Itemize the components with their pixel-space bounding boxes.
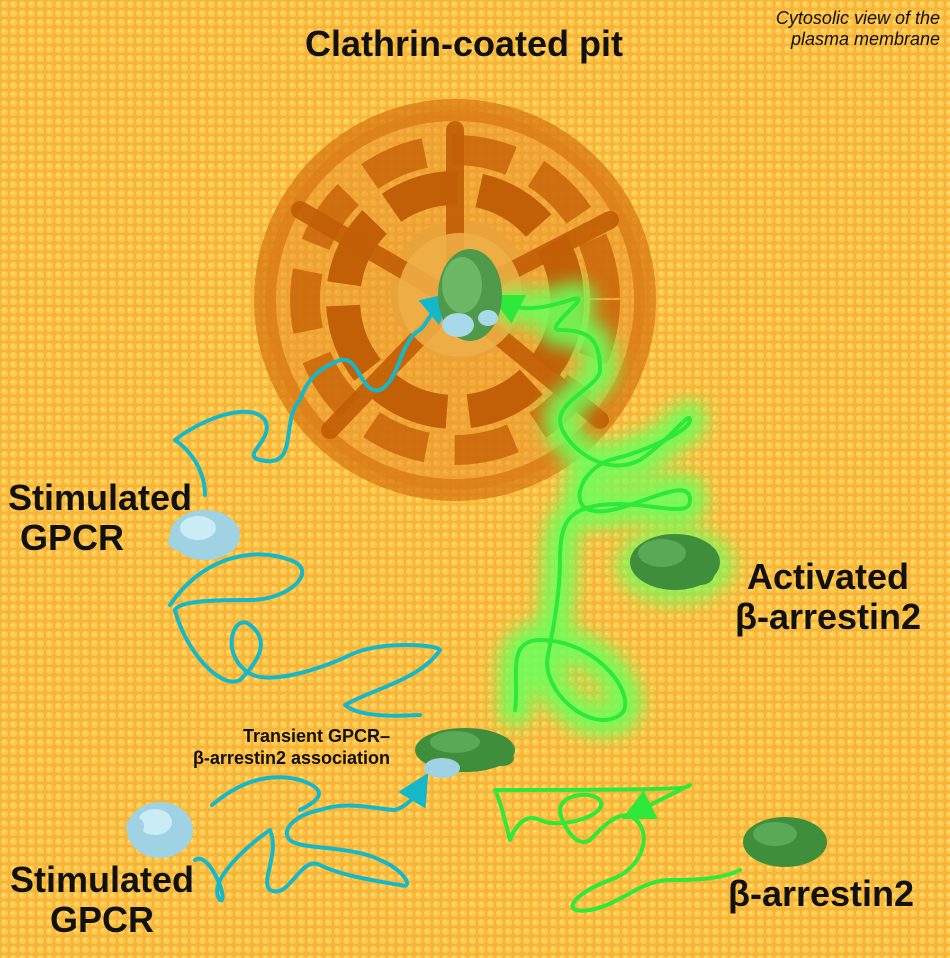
gpcr-top-track bbox=[173, 292, 454, 497]
transient-label-line-2: β-arrestin2 association bbox=[192, 748, 390, 768]
gpcr-top-label-line-2: GPCR bbox=[20, 517, 125, 558]
transient-complex-molecule bbox=[415, 728, 515, 778]
arrestin-free-track bbox=[493, 783, 742, 913]
arrestin-activated-track bbox=[490, 295, 692, 722]
view-note: Cytosolic view of the plasma membrane bbox=[718, 8, 940, 50]
gpcr-molecule-top bbox=[168, 510, 240, 560]
activated-arrestin-label-line-1: Activated bbox=[746, 556, 910, 597]
gpcr-arrestin-complex-in-pit bbox=[438, 249, 502, 341]
transient-label-line-1: Transient GPCR– bbox=[242, 726, 390, 746]
arrestin-trajectories bbox=[490, 295, 742, 913]
gpcr-top-label-line-1: Stimulated bbox=[8, 477, 193, 518]
view-note-line-2: plasma membrane bbox=[790, 29, 940, 49]
gpcr-bottom-label: Stimulated GPCR bbox=[10, 860, 194, 940]
arrestin-label: β-arrestin2 bbox=[728, 873, 915, 914]
gpcr-molecule-bottom bbox=[126, 802, 193, 858]
gpcr-top-label: Stimulated GPCR bbox=[8, 478, 192, 558]
pit-title: Clathrin-coated pit bbox=[305, 23, 624, 64]
view-note-line-1: Cytosolic view of the bbox=[775, 8, 940, 28]
activated-arrestin-label-line-2: β-arrestin2 bbox=[735, 596, 922, 637]
gpcr-bottom-label-line-1: Stimulated bbox=[10, 859, 195, 900]
gpcr-bottom-track bbox=[193, 772, 429, 903]
activated-arrestin-label: Activated β-arrestin2 bbox=[735, 557, 921, 637]
gpcr-middle-track bbox=[168, 552, 442, 718]
arrestin-molecule bbox=[743, 817, 827, 867]
gpcr-trajectories bbox=[168, 292, 454, 903]
activated-arrestin-molecule bbox=[630, 534, 720, 590]
transient-association-label: Transient GPCR– β-arrestin2 association bbox=[150, 725, 390, 769]
gpcr-bottom-label-line-2: GPCR bbox=[50, 899, 155, 940]
